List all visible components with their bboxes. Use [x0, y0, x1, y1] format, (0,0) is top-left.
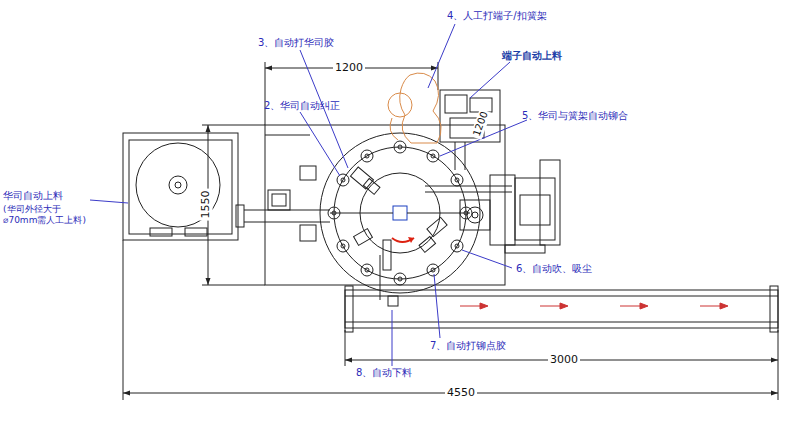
- callout-label: 7、自动打铆点胶: [430, 340, 506, 352]
- callout-label: 端子自动上料: [502, 50, 562, 62]
- callout-label: 2、华司自动纠正: [264, 100, 340, 112]
- dimension-label: 3000: [548, 353, 580, 366]
- dimension-label: 4550: [445, 386, 477, 399]
- callout-label: 4、人工打端子/扣簧架: [447, 10, 547, 22]
- callout-label: 5、华司与簧架自动铆合: [522, 110, 628, 122]
- callout-label: 6、自动吹、吸尘: [516, 263, 592, 275]
- callout-label: 8、自动下料: [356, 367, 412, 379]
- callout-label: 3、自动打华司胶: [258, 37, 334, 49]
- dimension-label: 1200: [333, 61, 365, 74]
- callout-label: (华司外径大于 ⌀70mm需人工上料): [3, 204, 87, 226]
- callout-label: 华司自动上料: [3, 190, 63, 202]
- dimension-label: 1550: [199, 189, 212, 221]
- dimension-label: 1200: [470, 108, 491, 140]
